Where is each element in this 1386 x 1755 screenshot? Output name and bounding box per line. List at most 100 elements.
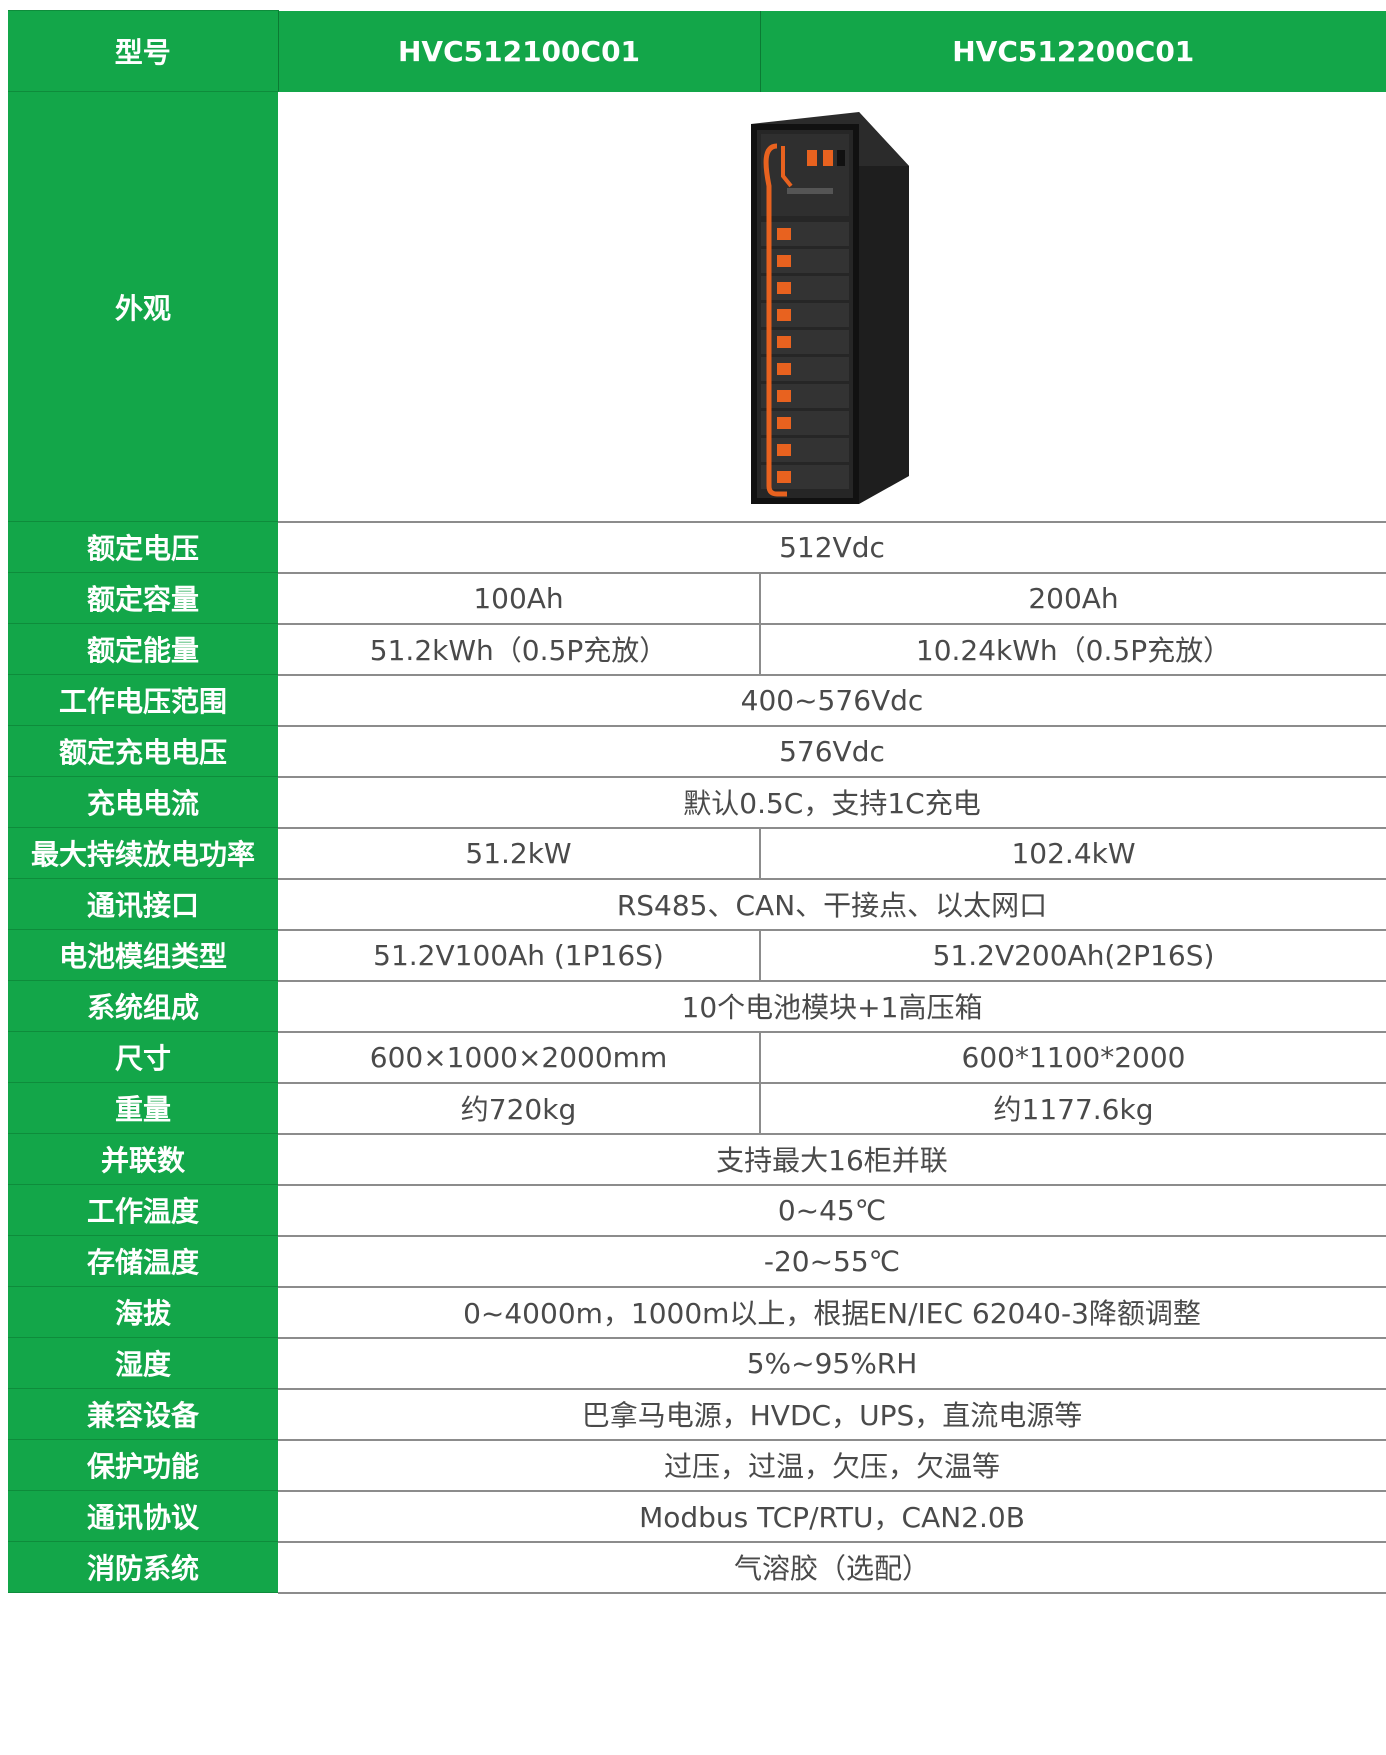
spec-label: 系统组成 xyxy=(8,980,278,1032)
spec-value-shared: 10个电池模块+1高压箱 xyxy=(278,980,1386,1033)
module-connector xyxy=(777,282,791,294)
module-connector xyxy=(777,336,791,348)
appearance-image-cell xyxy=(278,91,1386,523)
spec-value-model-1: 600×1000×2000mm xyxy=(278,1031,760,1084)
spec-value-shared: 5%~95%RH xyxy=(278,1337,1386,1390)
spec-value-model-1: 51.2V100Ah (1P16S) xyxy=(278,929,760,982)
battery-module xyxy=(761,330,849,354)
battery-module xyxy=(761,357,849,381)
battery-module xyxy=(761,303,849,327)
battery-module xyxy=(761,384,849,408)
battery-module xyxy=(761,411,849,435)
module-connector xyxy=(777,444,791,456)
module-connector xyxy=(777,417,791,429)
module-connector xyxy=(777,309,791,321)
spec-label: 额定电压 xyxy=(8,521,278,573)
spec-label: 存储温度 xyxy=(8,1235,278,1287)
spec-label: 最大持续放电功率 xyxy=(8,827,278,879)
module-connectors xyxy=(777,228,791,483)
model-label: 型号 xyxy=(8,10,278,92)
spec-row: 保护功能过压，过温，欠压，欠温等 xyxy=(8,1439,1386,1492)
spec-label: 湿度 xyxy=(8,1337,278,1389)
battery-modules xyxy=(761,222,849,489)
spec-row: 兼容设备巴拿马电源，HVDC，UPS，直流电源等 xyxy=(8,1388,1386,1441)
appearance-row: 外观 xyxy=(8,91,1386,523)
spec-row: 消防系统气溶胶（选配） xyxy=(8,1541,1386,1594)
spec-value-shared: 气溶胶（选配） xyxy=(278,1541,1386,1594)
spec-value-model-1: 51.2kWh（0.5P充放） xyxy=(278,623,760,676)
battery-module xyxy=(761,276,849,300)
spec-value-shared: RS485、CAN、干接点、以太网口 xyxy=(278,878,1386,931)
spec-label: 重量 xyxy=(8,1082,278,1134)
module-connector xyxy=(777,363,791,375)
module-connector xyxy=(777,228,791,240)
spec-label: 尺寸 xyxy=(8,1031,278,1083)
spec-label: 额定容量 xyxy=(8,572,278,624)
spec-value-shared: 0~45℃ xyxy=(278,1184,1386,1237)
spec-value-shared: 过压，过温，欠压，欠温等 xyxy=(278,1439,1386,1492)
battery-module xyxy=(761,249,849,273)
module-connector xyxy=(777,471,791,483)
module-connector xyxy=(777,390,791,402)
spec-value-shared: Modbus TCP/RTU，CAN2.0B xyxy=(278,1490,1386,1543)
spec-value-model-1: 100Ah xyxy=(278,572,760,625)
spec-value-model-2: 102.4kW xyxy=(759,827,1386,880)
model-2-header: HVC512200C01 xyxy=(759,10,1386,92)
spec-value-model-2: 200Ah xyxy=(759,572,1386,625)
spec-value-model-2: 600*1100*2000 xyxy=(759,1031,1386,1084)
spec-label: 兼容设备 xyxy=(8,1388,278,1440)
battery-module xyxy=(761,438,849,462)
spec-label: 海拔 xyxy=(8,1286,278,1338)
module-connector xyxy=(777,255,791,267)
spec-value-shared: 512Vdc xyxy=(278,521,1386,574)
spec-label: 并联数 xyxy=(8,1133,278,1185)
spec-label: 保护功能 xyxy=(8,1439,278,1491)
spec-value-model-2: 51.2V200Ah(2P16S) xyxy=(759,929,1386,982)
spec-value-shared: 400~576Vdc xyxy=(278,674,1386,727)
spec-label: 工作电压范围 xyxy=(8,674,278,726)
spec-label: 消防系统 xyxy=(8,1541,278,1593)
appearance-label: 外观 xyxy=(8,91,278,522)
spec-value-model-2: 10.24kWh（0.5P充放） xyxy=(759,623,1386,676)
spec-value-model-1: 51.2kW xyxy=(278,827,760,880)
spec-label: 通讯协议 xyxy=(8,1490,278,1542)
spec-value-shared: -20~55℃ xyxy=(278,1235,1386,1288)
battery-module xyxy=(761,465,849,489)
spec-value-shared: 支持最大16柜并联 xyxy=(278,1133,1386,1186)
header-row: 型号 HVC512100C01 HVC512200C01 xyxy=(8,10,1386,92)
spec-value-shared: 默认0.5C，支持1C充电 xyxy=(278,776,1386,829)
spec-row: 存储温度-20~55℃ xyxy=(8,1235,1386,1288)
spec-value-model-1: 约720kg xyxy=(278,1082,760,1135)
spec-label: 工作温度 xyxy=(8,1184,278,1236)
battery-module xyxy=(761,222,849,246)
spec-label: 电池模组类型 xyxy=(8,929,278,981)
spec-label: 额定能量 xyxy=(8,623,278,675)
spec-label: 通讯接口 xyxy=(8,878,278,930)
spec-label: 额定充电电压 xyxy=(8,725,278,777)
model-1-header: HVC512100C01 xyxy=(277,10,760,92)
spec-value-model-2: 约1177.6kg xyxy=(759,1082,1386,1135)
spec-value-shared: 0~4000m，1000m以上，根据EN/IEC 62040-3降额调整 xyxy=(278,1286,1386,1339)
spec-row: 充电电流默认0.5C，支持1C充电 xyxy=(8,776,1386,829)
spec-row: 并联数支持最大16柜并联 xyxy=(8,1133,1386,1186)
battery-cabinet-image xyxy=(751,112,909,504)
spec-value-shared: 巴拿马电源，HVDC，UPS，直流电源等 xyxy=(278,1388,1386,1441)
spec-label: 充电电流 xyxy=(8,776,278,828)
spec-value-shared: 576Vdc xyxy=(278,725,1386,778)
spec-table: 型号 HVC512100C01 HVC512200C01 外观 xyxy=(8,10,1386,1594)
